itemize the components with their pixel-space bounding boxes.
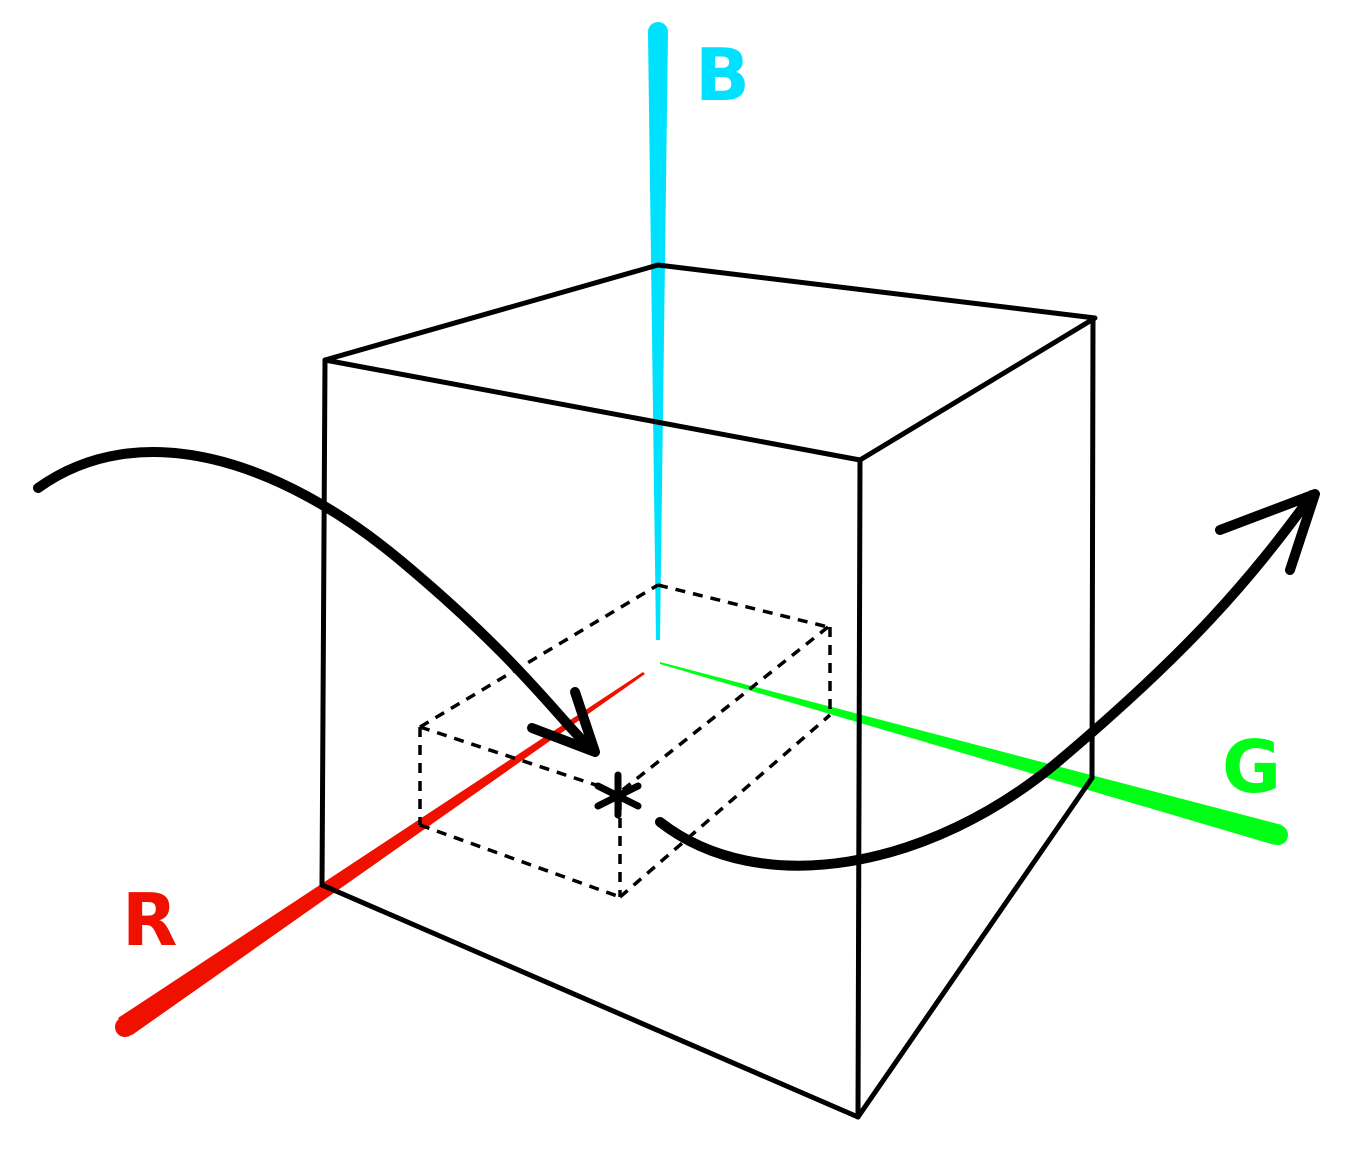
- green-axis-label: G: [1222, 725, 1281, 809]
- green-axis: [660, 662, 1282, 845]
- blue-axis-label: B: [695, 33, 750, 117]
- cube-outline: [319, 262, 1098, 1120]
- dashed-subcube: [418, 583, 832, 899]
- red-axis-label: R: [122, 878, 177, 962]
- outgoing-arrowhead: [1215, 489, 1320, 575]
- blue-axis: [648, 32, 668, 640]
- red-axis: [118, 672, 645, 1035]
- outgoing-curved-arrow: [655, 490, 1317, 871]
- color-point-asterisk: [594, 771, 642, 819]
- incoming-curved-arrow: [33, 447, 597, 755]
- incoming-arrowhead: [527, 687, 600, 757]
